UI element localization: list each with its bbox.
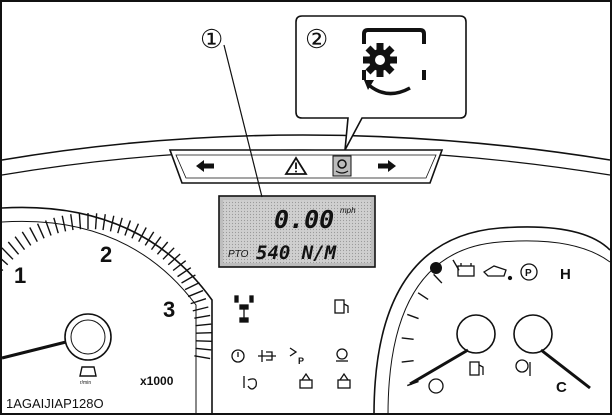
indicator-strip — [168, 149, 444, 184]
temp-gauge-hub — [513, 314, 553, 354]
fuel-level-icon — [469, 361, 484, 376]
tacho-tick — [144, 231, 155, 246]
pto-engaged-icon — [258, 350, 276, 362]
fuel-pump-icon — [334, 299, 349, 314]
tacho-tick — [0, 267, 4, 272]
callout-2-box — [295, 15, 467, 151]
warning-triangle-icon — [284, 156, 308, 175]
tacho-tick — [21, 231, 32, 246]
svg-text:P: P — [298, 356, 304, 366]
tacho-tick — [78, 213, 82, 230]
tacho-tick — [195, 323, 212, 327]
tacho-multiplier: x1000 — [140, 374, 174, 388]
battery-icon — [457, 263, 475, 277]
parking-lamp-icon: P — [520, 263, 538, 281]
arrow-right-icon — [378, 160, 396, 172]
tacho-number-3: 3 — [163, 297, 175, 322]
master-warning-lamp — [430, 262, 442, 274]
tacho-tick — [172, 260, 187, 272]
center-icons: P — [231, 295, 351, 390]
tacho-tick — [124, 220, 132, 236]
tachometer: 1 2 3 r/min x1000 — [0, 206, 213, 415]
tacho-tick — [138, 227, 147, 242]
tacho-tick — [162, 247, 175, 260]
tacho-tick — [7, 241, 20, 255]
tacho-tick — [94, 213, 98, 230]
tacho-tick — [1, 247, 14, 260]
tacho-ticks — [0, 213, 212, 360]
tacho-tick — [44, 220, 52, 236]
tacho-tick — [0, 256, 9, 266]
lcd-speed: 0.00 — [274, 205, 334, 234]
tacho-tick — [53, 217, 59, 234]
tacho-hub — [64, 313, 112, 361]
tacho-tick — [190, 298, 207, 305]
gauge-tick — [401, 337, 414, 341]
figure-code: 1AGAIJIAP128O — [4, 396, 106, 412]
oil-pressure-icon — [482, 265, 513, 281]
gauge-tick — [417, 292, 429, 301]
lcd-speed-unit: mph — [340, 206, 356, 215]
hitch-icon — [299, 372, 313, 389]
park-brake-icon: P — [289, 347, 304, 366]
tacho-tick — [36, 223, 45, 239]
coolant-temp-icon — [515, 359, 531, 376]
engine-speed-icon: r/min — [79, 366, 97, 386]
tacho-number-2: 2 — [100, 242, 112, 267]
four-wheel-drive-icon — [234, 295, 254, 323]
tacho-tick — [181, 274, 196, 284]
callout-1: ① — [200, 24, 263, 198]
lcd-display: 0.00 mph PTO 540 N/M — [218, 195, 376, 268]
tacho-tick — [29, 227, 38, 242]
engine-rpm-icon — [336, 348, 348, 362]
engine-speed-caption: r/min — [80, 380, 91, 386]
tacho-tick — [195, 331, 212, 334]
tacho-number-1: 1 — [14, 263, 26, 288]
callout-2-number: ② — [305, 24, 328, 54]
tacho-tick — [14, 236, 26, 251]
tacho-tick — [70, 214, 74, 231]
tacho-tick — [184, 282, 200, 291]
tacho-tick — [61, 215, 67, 232]
tacho-tick — [131, 223, 140, 239]
fuel-empty-marker — [428, 378, 444, 394]
tacho-tick — [194, 314, 211, 319]
gauge-tick — [407, 313, 419, 320]
temp-cold-label: C — [556, 379, 567, 396]
lcd-pto-value: 540 N/M — [256, 242, 337, 264]
lcd-pto-label: PTO — [228, 249, 249, 260]
arrow-left-icon — [196, 160, 214, 172]
tacho-tick — [109, 215, 115, 232]
tacho-needle — [1, 340, 67, 360]
temp-high-label: H — [560, 266, 571, 283]
fuel-temp-gauge: P H C — [373, 226, 611, 415]
tacho-tick — [194, 355, 211, 360]
tacho-tick — [156, 241, 169, 255]
gauge-tick — [433, 273, 443, 284]
svg-text:P: P — [525, 268, 532, 279]
tacho-tick — [167, 253, 181, 266]
fuel-needle — [409, 348, 469, 386]
fuel-gauge-hub — [456, 314, 496, 354]
tacho-tick — [150, 236, 162, 251]
temp-needle — [540, 348, 591, 390]
tacho-tick — [177, 267, 192, 278]
tacho-tick — [187, 289, 204, 298]
gauge-tick — [401, 359, 414, 363]
gear-cycle-icon — [362, 28, 426, 96]
tacho-tick — [195, 340, 212, 343]
glow-plug-icon — [243, 376, 257, 390]
gear-cycle-icon-small — [332, 155, 352, 177]
brake-warning-icon — [231, 349, 245, 363]
callout-1-number: ① — [200, 24, 223, 54]
tacho-tick — [195, 347, 212, 351]
cab-icon — [337, 372, 351, 389]
tacho-tick — [117, 217, 123, 234]
tacho-tick — [192, 306, 209, 312]
tacho-tick — [102, 214, 106, 231]
